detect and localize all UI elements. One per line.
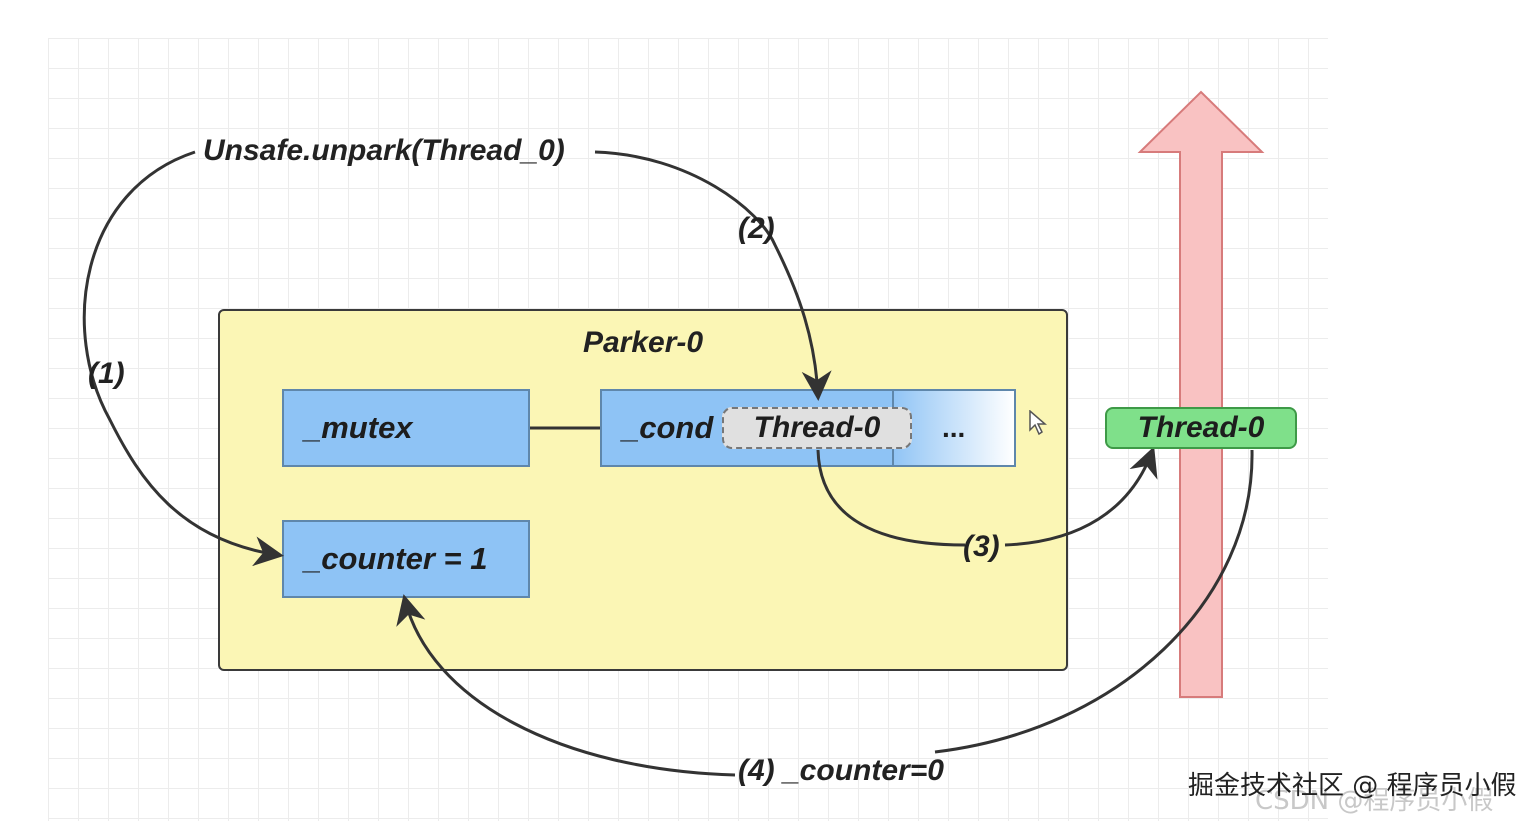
parker-box: Parker-0 xyxy=(218,309,1068,671)
queued-thread-node: Thread-0 xyxy=(722,407,912,449)
step-2-label: (2) xyxy=(738,212,775,245)
mutex-field: _mutex xyxy=(282,389,530,467)
step-3-label: (3) xyxy=(963,530,1000,563)
csdn-watermark: CSDN @程序员小假 xyxy=(1255,786,1494,816)
cond-queue-ellipsis: ... xyxy=(942,412,966,443)
unpark-call-label: Unsafe.unpark(Thread_0) xyxy=(203,134,565,167)
juejin-watermark: 掘金技术社区 @ 程序员小假 xyxy=(1188,771,1517,801)
mouse-cursor-icon xyxy=(1029,410,1048,436)
step-4-label: (4) _counter=0 xyxy=(738,754,944,787)
thread-0-badge: Thread-0 xyxy=(1105,407,1297,449)
counter-field: _counter = 1 xyxy=(282,520,530,598)
step-1-label: (1) xyxy=(88,357,125,390)
parker-title: Parker-0 xyxy=(582,326,704,359)
cond-label: _cond xyxy=(622,410,714,445)
